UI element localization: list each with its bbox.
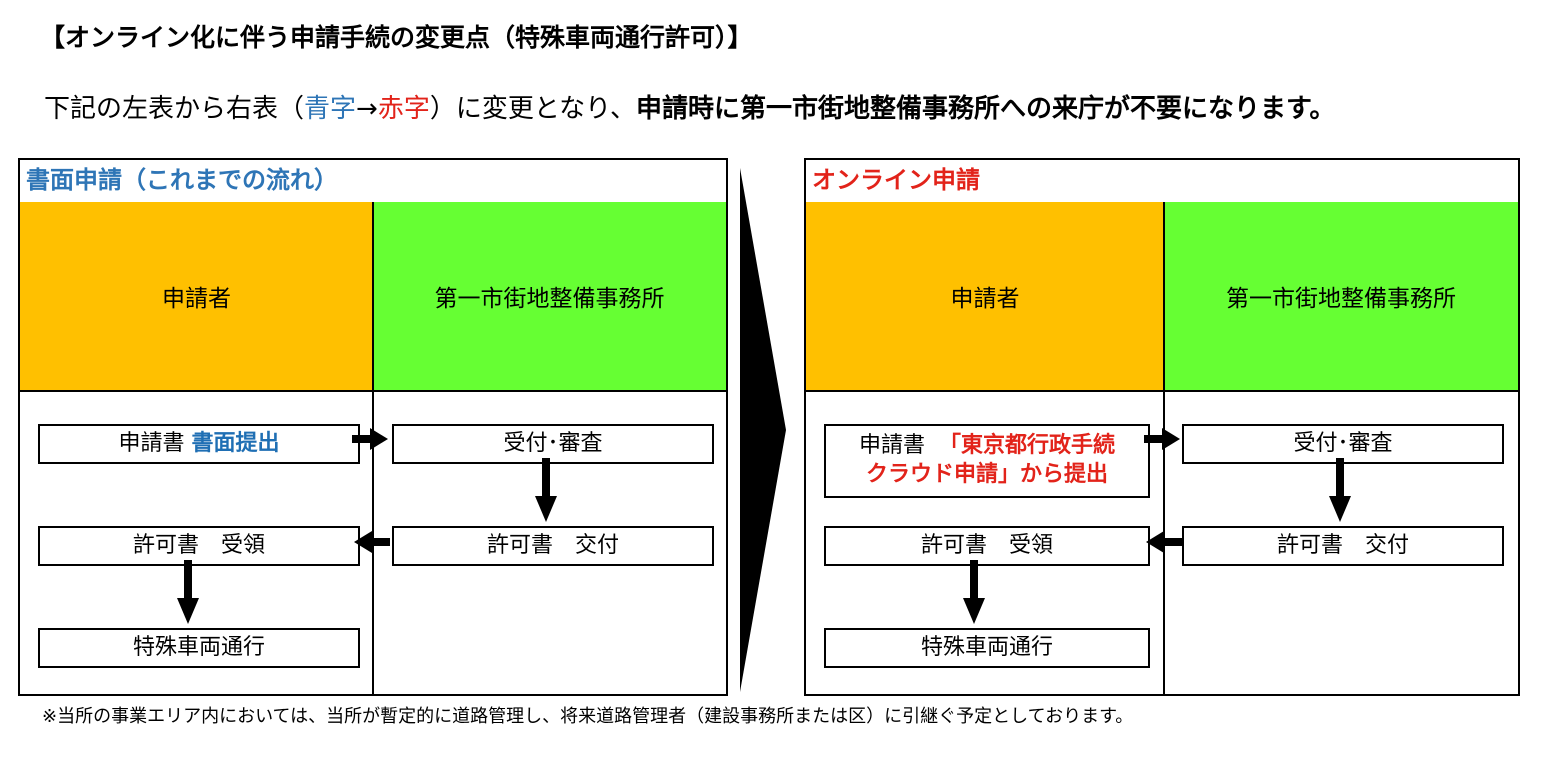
left-permit-receive-box: 許可書 受領: [38, 526, 360, 566]
right-permit-receive-box: 許可書 受領: [824, 526, 1150, 566]
left-pass-box: 特殊車両通行: [38, 628, 360, 668]
right-arrow-submit-to-receive: [1144, 428, 1180, 450]
right-submit-highlight-2: クラウド申請」から提出: [865, 462, 1108, 487]
subtitle-red-text: 赤字: [377, 94, 430, 124]
left-submit-box: 申請書 書面提出: [38, 424, 360, 464]
right-office-header: 第一市街地整備事務所: [1164, 202, 1518, 392]
right-applicant-header: 申請者: [806, 202, 1164, 392]
right-pass-box: 特殊車両通行: [824, 628, 1150, 668]
subtitle-bold: 申請時に第一市街地整備事務所への来庁が不要になります。: [636, 94, 1336, 124]
subtitle-arrow: →: [356, 94, 378, 124]
left-receive-box: 受付･審査: [392, 424, 714, 464]
left-arrow-receive-to-issue: [535, 458, 557, 522]
right-permit-issue-box: 許可書 交付: [1182, 526, 1504, 566]
left-office-header: 第一市街地整備事務所: [373, 202, 726, 392]
page-title: 【オンライン化に伴う申請手続の変更点（特殊車両通行許可）】: [40, 23, 753, 52]
left-arrow-submit-to-receive: [352, 428, 388, 450]
right-arrow-receive-to-pass: [963, 560, 985, 624]
left-submit-prefix: 申請書: [118, 430, 185, 456]
subtitle-blue-text: 青字: [304, 94, 357, 124]
footnote: ※当所の事業エリア内においては、当所が暫定的に道路管理し、将来道路管理者（建設事…: [42, 706, 1134, 727]
left-arrow-receive-to-pass: [177, 560, 199, 624]
left-submit-highlight: 書面提出: [191, 430, 280, 456]
right-arrow-receive-to-issue: [1329, 458, 1351, 522]
subtitle-part2: ）に変更となり、: [429, 94, 637, 124]
left-panel: 書面申請（これまでの流れ） 申請者 第一市街地整備事務所 申請書 書面提出 受付…: [18, 158, 728, 696]
right-panel: オンライン申請 申請者 第一市街地整備事務所 申請書 「東京都行政手続 クラウド…: [804, 158, 1520, 696]
transition-chevron: [740, 168, 786, 692]
left-permit-issue-box: 許可書 交付: [392, 526, 714, 566]
left-arrow-issue-to-receive: [354, 531, 390, 553]
right-submit-prefix: 申請書: [858, 433, 932, 459]
page-subtitle: 下記の左表から右表（青字→赤字）に変更となり、申請時に第一市街地整備事務所への来…: [44, 88, 1335, 125]
subtitle-part1: 下記の左表から右表（: [44, 94, 305, 124]
left-applicant-header: 申請者: [20, 202, 373, 392]
right-submit-highlight-1: 「東京都行政手続: [938, 433, 1115, 459]
right-receive-box: 受付･審査: [1182, 424, 1504, 464]
right-submit-box: 申請書 「東京都行政手続 クラウド申請」から提出: [824, 424, 1150, 498]
right-arrow-issue-to-receive: [1146, 531, 1182, 553]
